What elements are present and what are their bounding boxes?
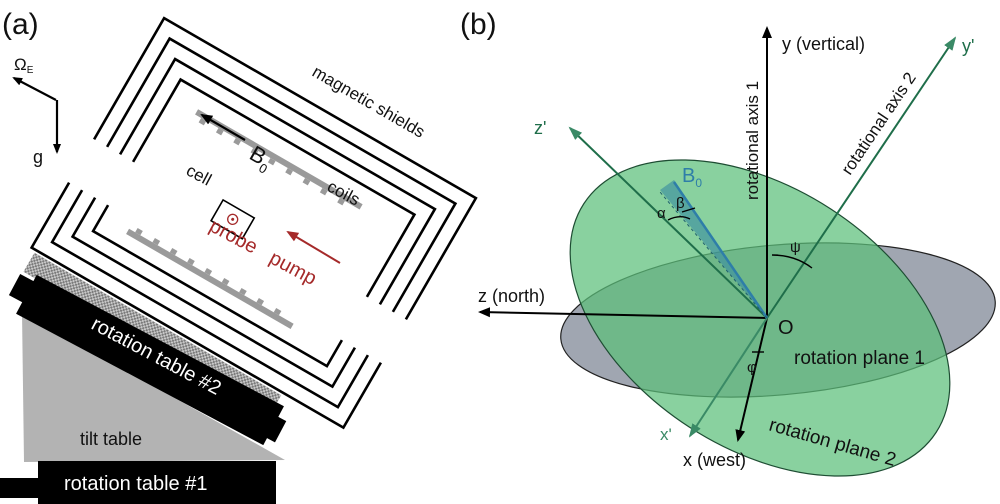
origin-label: O (778, 317, 794, 339)
x-axis-label: x (west) (683, 450, 746, 470)
y-prime-label: y' (962, 36, 974, 56)
z-axis (478, 307, 768, 319)
beta-label: β (676, 195, 685, 212)
rotation-table-1-knob (0, 478, 40, 498)
psi-label: ψ (790, 239, 801, 256)
alpha-label: α (657, 205, 666, 222)
b0-arrow-a (200, 113, 246, 141)
pump-label: pump (266, 247, 321, 290)
tilt-table-label: tilt table (80, 429, 142, 449)
pump-arrow (286, 230, 341, 264)
gravity-label: g (33, 147, 43, 167)
z-prime-label: z' (534, 118, 546, 138)
probe-direction-icon (227, 213, 239, 225)
z-prime-axis (568, 126, 768, 319)
rotation-table-1-label: rotation table #1 (64, 473, 207, 495)
rotational-axis-1-label: rotational axis 1 (743, 81, 762, 200)
earth-rotation-label: ΩE (14, 55, 34, 76)
orientation-indicator: ΩE g (12, 55, 61, 167)
b0-label-b: B0 (682, 165, 702, 190)
b0-cone (660, 180, 767, 318)
beta-arc (681, 207, 696, 213)
x-prime-axis (688, 317, 768, 438)
b0-vector (672, 181, 769, 319)
rotation-table-1 (38, 461, 276, 504)
panel-b-label: (b) (460, 8, 497, 41)
cell-label: cell (183, 161, 214, 190)
rotation-plane-1-label: rotation plane 1 (794, 348, 925, 369)
rotational-axis-2-label: rotational axis 2 (838, 69, 920, 178)
magnetic-shields (29, 16, 478, 430)
z-axis-label: z (north) (478, 286, 545, 306)
psi-arc (771, 254, 813, 269)
b0-label-a: B0 (244, 141, 277, 177)
alpha-arc (667, 216, 691, 221)
x-prime-label: x' (660, 425, 672, 444)
rotation-table-2 (8, 273, 287, 446)
y-prime-axis (766, 36, 957, 319)
panel-a-label: (a) (2, 8, 39, 41)
y-axis-label: y (vertical) (782, 34, 865, 54)
x-axis (735, 317, 768, 442)
phi-label: φ (747, 359, 757, 376)
probe-direction-dot-icon (231, 217, 235, 221)
earth-rotation-arrow (12, 77, 57, 101)
